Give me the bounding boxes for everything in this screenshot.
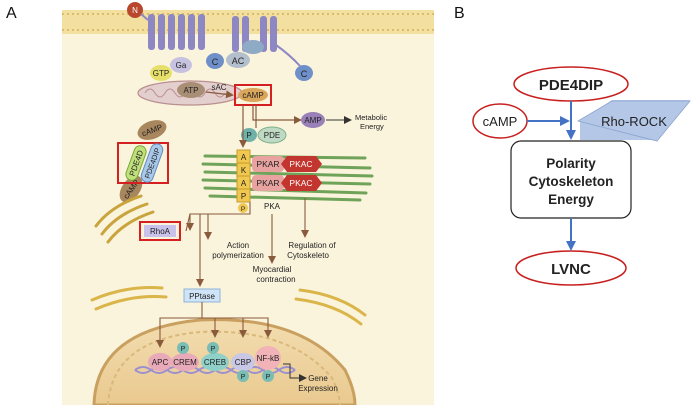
gene-label-1: Gene	[308, 374, 328, 383]
creb-phospho-label: P	[211, 346, 216, 353]
gene-label-2: Expression	[298, 384, 338, 393]
akap-phospho-label: P	[241, 206, 245, 213]
myocardial-label-2: contraction	[256, 275, 295, 284]
regulation-label-2: Cytoskeleto	[287, 251, 329, 260]
pka-label: PKA	[264, 202, 281, 211]
gtp-label: GTP	[153, 69, 169, 78]
adenylyl-cyclase	[232, 16, 277, 54]
nfkb-phospho-label: P	[266, 374, 271, 381]
pkac-bottom	[281, 175, 322, 191]
akap-letter-2: K	[241, 166, 247, 175]
nfkb-label: NF-kB	[257, 354, 280, 363]
endoplasmic-reticulum	[90, 286, 367, 326]
creb	[201, 353, 229, 371]
regulation-label-1: Regulation of	[288, 241, 336, 250]
pde4d-shape	[125, 145, 147, 181]
pka-output-arrows	[185, 198, 309, 287]
outcome-line-2: Cytoskeleton	[529, 174, 614, 189]
akap-letter-4: P	[241, 192, 246, 201]
crem-phospho-label: P	[181, 346, 186, 353]
pde4dip-shape	[140, 143, 164, 183]
pde4dip-node-label: PDE4DIP	[539, 77, 603, 94]
ac-c-left-label: C	[212, 57, 219, 67]
ac-c-right-label: C	[301, 69, 308, 79]
creb-phospho	[207, 342, 219, 354]
akap-letter-3: A	[241, 179, 247, 188]
ac-domain-label: AC	[232, 56, 245, 66]
g-alpha	[170, 57, 192, 73]
camp-center-label: cAMP	[242, 91, 263, 100]
amp-label: AMP	[304, 116, 321, 125]
rho-rock-node-label: Rho-ROCK	[601, 114, 667, 129]
pptase-label: PPtase	[189, 292, 215, 301]
atp	[177, 82, 205, 98]
n-terminus-label: N	[132, 6, 138, 15]
pde-label: PDE	[264, 131, 280, 140]
crem	[171, 353, 199, 371]
pkac-top	[281, 156, 322, 172]
pkar-bottom	[252, 175, 284, 191]
pde	[257, 126, 287, 144]
camp-node-label: cAMP	[483, 114, 518, 129]
action-label-2: polymerization	[212, 251, 264, 260]
amp	[301, 112, 325, 128]
pde-phospho	[241, 128, 257, 142]
nfkb-phospho	[262, 370, 274, 382]
outcome-line-3: Energy	[548, 192, 594, 207]
outcome-line-1: Polarity	[546, 156, 596, 171]
atp-label: ATP	[184, 86, 199, 95]
cbp-label: CBP	[235, 358, 251, 367]
lvnc-node	[515, 250, 627, 286]
creb-label: CREB	[204, 358, 226, 367]
nfkb	[255, 346, 281, 370]
pde-phospho-label: P	[246, 131, 251, 140]
panel-b-letter: B	[454, 5, 465, 22]
gtp	[150, 65, 172, 81]
ac-domain	[226, 52, 250, 68]
pptase-arrows	[156, 302, 272, 348]
apc-label: APC	[152, 358, 169, 367]
crem-phospho	[177, 342, 189, 354]
gpcr-receptor	[148, 14, 205, 50]
panel-a-letter: A	[6, 5, 17, 22]
cbp-phospho-label: P	[241, 374, 246, 381]
n-terminus	[127, 2, 143, 18]
panel-b-arrows	[527, 101, 576, 251]
cbp	[231, 353, 255, 371]
rhoa-label: RhoA	[150, 227, 171, 236]
akap-phospho	[238, 203, 248, 213]
pkac-top-label: PKAC	[289, 159, 312, 169]
camp-center	[238, 88, 268, 102]
action-label-1: Action	[227, 241, 249, 250]
golgi	[94, 194, 155, 244]
pkac-bottom-label: PKAC	[289, 178, 312, 188]
apc	[148, 353, 172, 371]
actin-filaments	[201, 154, 374, 202]
pkar-bottom-label: PKAR	[256, 178, 279, 188]
sac-label: sAC	[211, 83, 226, 92]
pkar-top	[252, 156, 284, 172]
lvnc-node-label: LVNC	[551, 261, 591, 278]
metabolic-label: Metabolic	[355, 113, 387, 122]
myocardial-label-1: Myocardial	[253, 265, 292, 274]
rhoa-highlight-box	[139, 221, 181, 241]
pkar-top-label: PKAR	[256, 159, 279, 169]
crem-label: CREM	[173, 358, 197, 367]
pde4-highlight-box	[117, 142, 169, 184]
ac-c-right	[295, 65, 313, 81]
akap-scaffold	[236, 149, 251, 203]
g-alpha-label: Ga	[176, 61, 187, 70]
energy-label: Energy	[360, 122, 384, 131]
cbp-phospho	[237, 370, 249, 382]
ac-c-left	[206, 53, 224, 69]
rhoa	[144, 225, 176, 237]
akap-letter-1: A	[241, 153, 247, 162]
